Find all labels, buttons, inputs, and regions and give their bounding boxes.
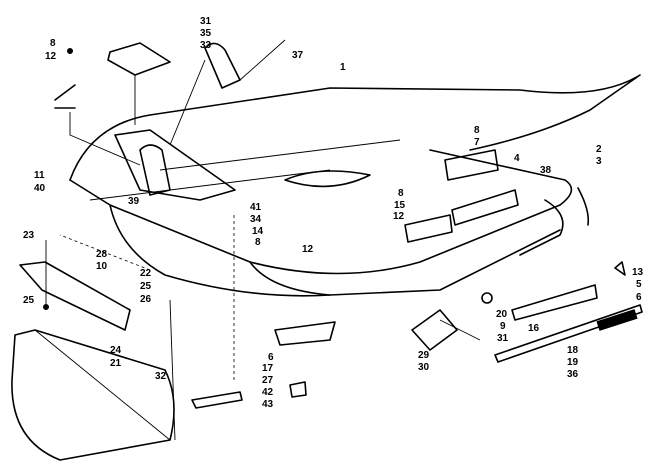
callout: 23 bbox=[23, 230, 35, 241]
callout: 10 bbox=[96, 261, 108, 272]
callout: 24 bbox=[110, 345, 122, 356]
callout: 16 bbox=[528, 323, 540, 334]
callout: 22 bbox=[140, 268, 152, 279]
callout: 12 bbox=[393, 211, 405, 222]
callout: 34 bbox=[250, 214, 262, 225]
callout: 8 bbox=[398, 188, 404, 199]
callout: 31 bbox=[497, 333, 509, 344]
callout: 1 bbox=[340, 62, 346, 73]
callout: 12 bbox=[45, 51, 57, 62]
callout: 8 bbox=[474, 125, 480, 136]
callout: 21 bbox=[110, 358, 122, 369]
callout: 28 bbox=[96, 249, 108, 260]
callout: 17 bbox=[262, 363, 274, 374]
callout: 39 bbox=[128, 196, 140, 207]
callout: 6 bbox=[268, 352, 274, 363]
callout: 15 bbox=[394, 200, 406, 211]
callout: 32 bbox=[155, 371, 167, 382]
callout: 11 bbox=[34, 170, 45, 181]
air-intake bbox=[169, 39, 286, 146]
callout: 2 bbox=[596, 144, 602, 155]
callout: 3 bbox=[596, 156, 602, 167]
callout: 36 bbox=[567, 369, 579, 380]
callout: 38 bbox=[540, 165, 552, 176]
callout: 35 bbox=[200, 28, 212, 39]
callout-labels: 31 35 33 37 1 8 12 8 7 4 38 2 3 8 15 12 … bbox=[23, 16, 644, 410]
callout: 42 bbox=[262, 387, 274, 398]
callout: 25 bbox=[23, 295, 35, 306]
callout: 12 bbox=[302, 244, 314, 255]
callout: 7 bbox=[474, 137, 480, 148]
callout: 29 bbox=[418, 350, 430, 361]
callout: 14 bbox=[252, 226, 264, 237]
callout: 5 bbox=[636, 279, 642, 290]
callout: 20 bbox=[496, 309, 508, 320]
callout: 13 bbox=[632, 267, 644, 278]
grommet bbox=[481, 292, 493, 304]
callout: 30 bbox=[418, 362, 430, 373]
callout: 25 bbox=[140, 281, 152, 292]
boot bbox=[411, 309, 458, 351]
callout: 19 bbox=[567, 357, 579, 368]
bumper bbox=[11, 215, 336, 461]
callout: 18 bbox=[567, 345, 579, 356]
callout: 43 bbox=[262, 399, 274, 410]
vent-cover bbox=[107, 42, 171, 125]
hood-body bbox=[69, 74, 641, 297]
callout: 37 bbox=[292, 50, 304, 61]
callout: 41 bbox=[250, 202, 262, 213]
side-trim bbox=[404, 149, 643, 363]
callout: 26 bbox=[140, 294, 152, 305]
callout: 27 bbox=[262, 375, 274, 386]
callout: 6 bbox=[636, 292, 642, 303]
callout: 40 bbox=[34, 183, 46, 194]
callout: 33 bbox=[200, 40, 212, 51]
callout: 8 bbox=[255, 237, 261, 248]
callout: 4 bbox=[514, 153, 520, 164]
callout: 8 bbox=[50, 38, 56, 49]
callout: 31 bbox=[200, 16, 212, 27]
callout: 9 bbox=[500, 321, 506, 332]
hood-bracket bbox=[54, 48, 141, 166]
